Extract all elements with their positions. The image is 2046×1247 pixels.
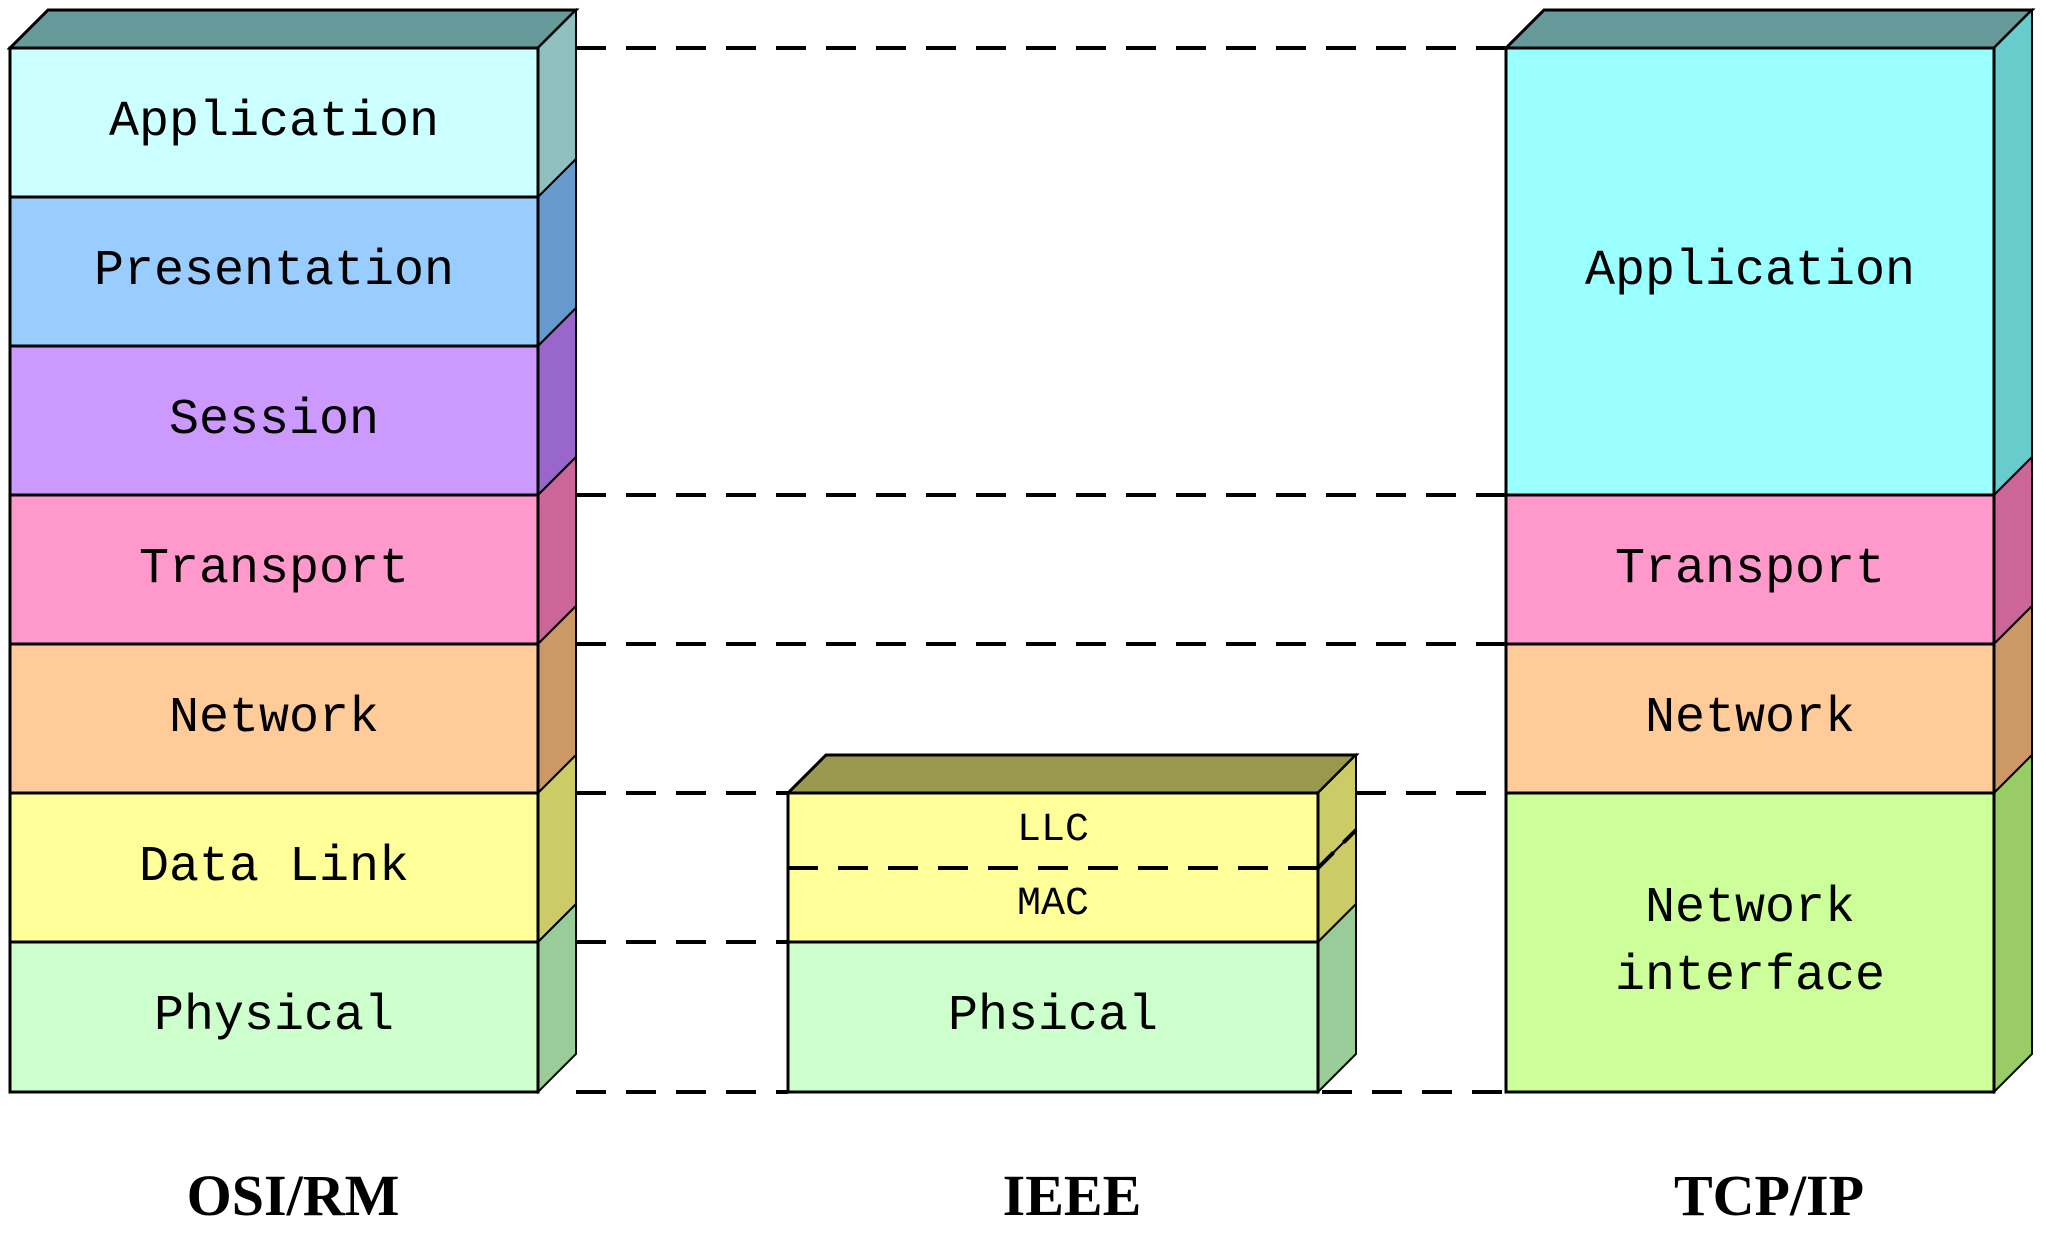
ieee-top-face — [784, 753, 1360, 795]
osi-layer-presentation — [8, 195, 540, 348]
osi-layer-datalink — [8, 791, 540, 944]
tcpip-layer-network — [1504, 642, 1996, 795]
tcpip-layer-transport — [1504, 493, 1996, 646]
osi-layer-physical — [8, 940, 540, 1094]
tcpip-layer-network-interface — [1504, 791, 1996, 1094]
ieee-caption: IEEE — [1002, 1162, 1142, 1228]
tcpip-caption: TCP/IP — [1673, 1162, 1865, 1228]
tcpip-side-application — [1993, 7, 2033, 498]
tcpip-top-face — [1502, 8, 2036, 50]
osi-layer-application — [8, 46, 540, 199]
osi-layer-network — [8, 642, 540, 795]
llc-mac-divider-side — [1316, 828, 1358, 870]
ieee-layer-phsical — [786, 940, 1320, 1094]
osi-layer-transport — [8, 493, 540, 646]
osi-layer-session — [8, 344, 540, 497]
tcpip-side-network-interface — [1993, 752, 2033, 1095]
osi-top-face — [6, 8, 580, 50]
tcpip-layer-application — [1504, 46, 1996, 497]
osi-caption: OSI/RM — [186, 1162, 400, 1228]
